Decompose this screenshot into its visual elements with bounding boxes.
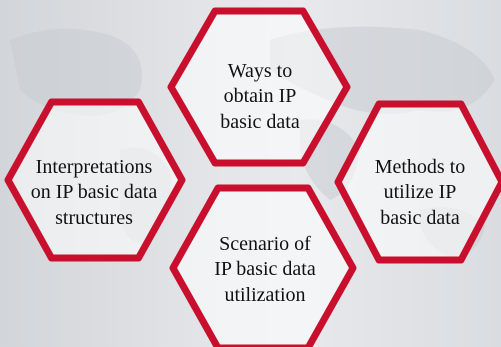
hexagon-ways-to-obtain: Ways to obtain IP basic data (220, 59, 300, 133)
hexagon-methods-to-utilize: Methods to utilize IP basic data (374, 155, 466, 229)
hexagon-interpretations-shape (4, 98, 186, 262)
hexagon-methods-to-utilize-shape (334, 100, 501, 264)
hexagon-interpretations: Interpretations on IP basic data structu… (30, 155, 158, 229)
hexagon-scenario-shape (169, 184, 357, 347)
hexagon-scenario: Scenario of IP basic data utilization (214, 232, 316, 306)
hexagon-ways-to-obtain-shape (167, 7, 351, 167)
